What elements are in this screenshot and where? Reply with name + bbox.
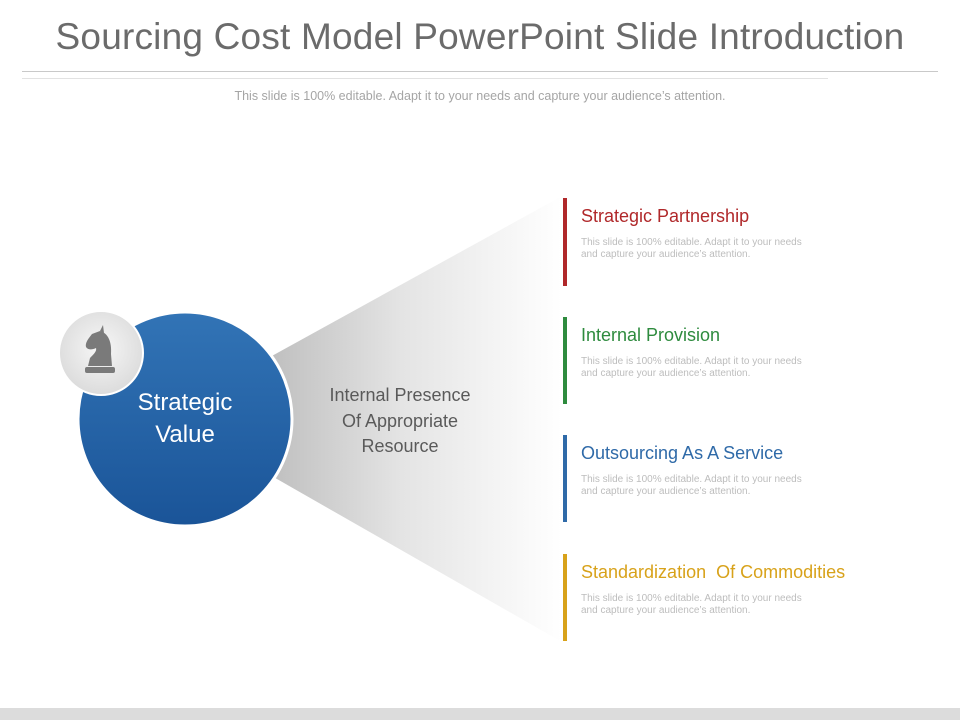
item-description: This slide is 100% editable. Adapt it to… (581, 474, 802, 498)
item-title: Strategic Partnership (581, 206, 750, 226)
item-title: Outsourcing As A Service (581, 443, 784, 463)
title-divider-secondary (22, 78, 828, 79)
item-accent-bar (563, 198, 567, 286)
item-accent-bar (563, 554, 567, 641)
item-title: Internal Provision (581, 325, 721, 345)
funnel-label-line1: Internal Presence (329, 385, 471, 405)
item-description: This slide is 100% editable. Adapt it to… (581, 356, 802, 380)
hub-label-line2: Value (155, 421, 215, 448)
slide-subtitle: This slide is 100% editable. Adapt it to… (234, 89, 726, 103)
hub-label: Strategic Value (95, 387, 275, 451)
footer-band (0, 708, 960, 720)
item-title: Standardization Of Commodities (581, 562, 846, 582)
item-description: This slide is 100% editable. Adapt it to… (581, 593, 802, 617)
funnel-shape (270, 196, 562, 642)
item-accent-bar (563, 317, 567, 404)
item-description: This slide is 100% editable. Adapt it to… (581, 237, 802, 261)
slide-title: Sourcing Cost Model PowerPoint Slide Int… (55, 16, 905, 57)
chess-knight-icon (85, 325, 115, 373)
funnel-label: Internal Presence Of Appropriate Resourc… (300, 383, 500, 460)
hub-icon-badge (58, 310, 144, 396)
item-accent-bar (563, 435, 567, 522)
title-divider (22, 71, 938, 72)
funnel-label-line3: Resource (361, 436, 439, 456)
hub-label-line1: Strategic (137, 389, 233, 416)
funnel-label-line2: Of Appropriate (341, 410, 459, 431)
